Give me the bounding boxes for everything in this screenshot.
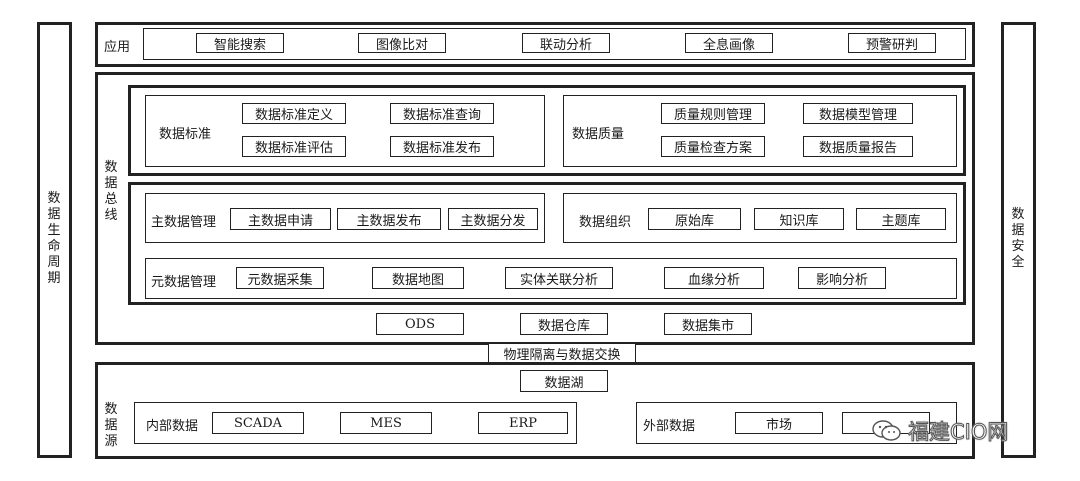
master-publish: 主数据发布 xyxy=(337,208,441,230)
storage-mart: 数据集市 xyxy=(664,313,752,335)
security-pillar xyxy=(1001,22,1036,458)
lifecycle-pillar xyxy=(37,22,72,458)
source-mes: MES xyxy=(340,412,432,434)
watermark: 福建CIO网 xyxy=(872,416,1009,446)
meta-impact-analysis: 影响分析 xyxy=(798,267,886,289)
application-label: 应用 xyxy=(104,40,131,55)
data-bus-label: 数据总线 xyxy=(104,160,118,223)
meta-lineage-analysis: 血缘分析 xyxy=(664,267,764,289)
org-raw-db: 原始库 xyxy=(648,208,741,230)
quality-model-mgmt: 数据模型管理 xyxy=(803,103,913,124)
master-distribute: 主数据分发 xyxy=(448,208,538,230)
source-erp: ERP xyxy=(478,412,568,434)
security-label: 数据安全 xyxy=(1011,207,1025,270)
app-image-compare: 图像比对 xyxy=(358,33,446,53)
data-source-label: 数据源 xyxy=(104,402,118,449)
app-linkage-analysis: 联动分析 xyxy=(522,33,610,53)
metadata-label: 元数据管理 xyxy=(151,275,217,290)
master-data-label: 主数据管理 xyxy=(151,215,217,230)
app-holographic-profile: 全息画像 xyxy=(685,33,773,53)
quality-report: 数据质量报告 xyxy=(803,136,913,157)
data-lake: 数据湖 xyxy=(520,370,608,392)
meta-data-map: 数据地图 xyxy=(372,267,464,289)
source-market: 市场 xyxy=(735,412,823,434)
quality-check-plan: 质量检查方案 xyxy=(661,136,765,157)
app-warning-analysis: 预警研判 xyxy=(848,33,936,53)
physical-isolation-exchange: 物理隔离与数据交换 xyxy=(488,343,636,363)
data-quality-label: 数据质量 xyxy=(572,127,625,142)
data-standard-label: 数据标准 xyxy=(159,127,212,142)
wechat-icon xyxy=(872,420,901,441)
std-query: 数据标准查询 xyxy=(390,103,494,124)
quality-rule-mgmt: 质量规则管理 xyxy=(661,103,765,124)
app-smart-search: 智能搜索 xyxy=(196,33,284,53)
data-org-label: 数据组织 xyxy=(579,215,632,230)
std-publish: 数据标准发布 xyxy=(390,136,494,157)
watermark-text: 福建CIO网 xyxy=(907,420,1009,445)
meta-entity-analysis: 实体关联分析 xyxy=(505,267,613,289)
org-knowledge-db: 知识库 xyxy=(754,208,844,230)
source-scada: SCADA xyxy=(212,412,304,434)
external-data-label: 外部数据 xyxy=(643,419,696,434)
storage-ods: ODS xyxy=(376,313,464,335)
std-evaluate: 数据标准评估 xyxy=(242,136,346,157)
internal-data-label: 内部数据 xyxy=(146,419,199,434)
lifecycle-label: 数据生命周期 xyxy=(47,191,61,286)
meta-collect: 元数据采集 xyxy=(236,267,324,289)
org-topic-db: 主题库 xyxy=(856,208,946,230)
storage-warehouse: 数据仓库 xyxy=(520,313,608,335)
master-apply: 主数据申请 xyxy=(230,208,331,230)
std-define: 数据标准定义 xyxy=(242,103,346,124)
